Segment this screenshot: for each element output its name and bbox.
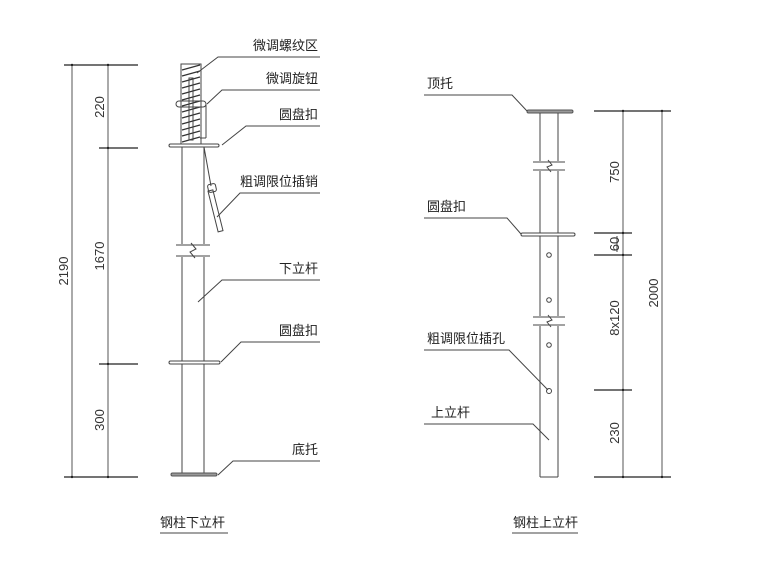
break-mark-upper-2 (533, 314, 565, 328)
lower-pole-drawing: 2190 220 1670 300 (56, 39, 320, 534)
label-upper-rod: 上立杆 (431, 406, 470, 421)
upper-pole-body (520, 109, 576, 478)
label-coarse-limit-hole: 粗调限位插孔 (427, 332, 505, 347)
pin-chain (203, 146, 212, 187)
limit-hole (546, 297, 552, 303)
disc-buckle-upper (520, 232, 576, 237)
top-support-plate (526, 109, 574, 114)
lower-pole-body (168, 63, 224, 477)
label-top-support: 顶托 (427, 77, 453, 92)
disc-buckle-top (168, 143, 220, 148)
upper-pole-title: 钢柱上立杆 (513, 516, 578, 531)
thread-coils (181, 64, 201, 143)
dim-total-2000: 2000 (646, 279, 661, 308)
lower-pole-leaders (196, 56, 320, 476)
break-mark-upper-1 (533, 159, 565, 173)
label-disc-buckle-bottom: 圆盘扣 (279, 323, 318, 339)
upper-pole-drawing: 顶托 圆盘扣 粗调限位插孔 上立杆 750 60 8x120 230 2000 … (424, 77, 671, 534)
label-coarse-limit-pin: 粗调限位插销 (240, 175, 318, 190)
upper-pole-leaders (424, 94, 550, 441)
label-disc-buckle-top: 圆盘扣 (279, 107, 318, 123)
label-fine-adjust-knob: 微调旋钮 (266, 72, 318, 87)
lower-pole-title: 钢柱下立杆 (160, 516, 225, 531)
dim-total-2190: 2190 (56, 257, 71, 286)
label-disc-buckle: 圆盘扣 (427, 199, 466, 215)
disc-buckle-bottom (168, 360, 221, 365)
dim-220: 220 (92, 96, 107, 118)
dim-60: 60 (607, 237, 622, 251)
dim-230: 230 (607, 422, 622, 444)
limit-hole (546, 342, 552, 348)
coarse-limit-pin (207, 189, 224, 233)
dim-750: 750 (607, 161, 622, 183)
label-base-support: 底托 (292, 442, 318, 458)
break-mark (176, 242, 210, 259)
base-plate (170, 472, 218, 477)
dim-8x120: 8x120 (607, 300, 622, 335)
label-lower-rod: 下立杆 (279, 262, 318, 277)
dim-300: 300 (92, 409, 107, 431)
upper-pole-dimensions: 750 60 8x120 230 2000 (594, 109, 671, 479)
dim-1670: 1670 (92, 242, 107, 271)
lower-pole-dimensions: 2190 220 1670 300 (56, 63, 138, 479)
limit-hole (546, 252, 552, 258)
thread-slot (188, 77, 194, 141)
label-fine-thread-zone: 微调螺纹区 (253, 39, 318, 54)
